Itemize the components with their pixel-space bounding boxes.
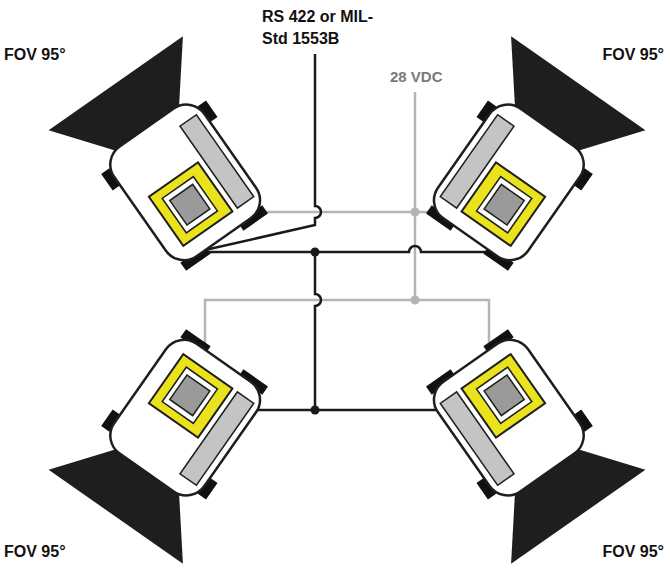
data-wire (240, 409, 454, 412)
power-wire (205, 300, 489, 365)
data-wires (202, 54, 494, 410)
fov-label: FOV 95° (602, 46, 664, 63)
junction-dot (411, 296, 420, 305)
camera-unit (400, 311, 646, 564)
power-label: 28 VDC (390, 68, 443, 85)
camera-unit (49, 311, 295, 564)
fov-label: FOV 95° (602, 543, 664, 560)
fov-label-box: FOV 95° (602, 44, 664, 66)
interface-label: RS 422 or MIL-Std 1553B (262, 8, 373, 47)
data-wire (315, 252, 321, 410)
fov-label-box: FOV 95° (602, 541, 664, 563)
junction-dot (311, 406, 320, 415)
camera-unit (49, 36, 295, 289)
power-label-box: 28 VDC (390, 66, 443, 88)
camera-unit-group (400, 311, 646, 564)
interface-label-box: RS 422 or MIL-Std 1553B (262, 6, 390, 50)
fov-label: FOV 95° (4, 46, 66, 63)
fov-label: FOV 95° (4, 543, 66, 560)
power-wires (205, 92, 489, 365)
camera-unit-group (49, 311, 295, 564)
power-wire (414, 92, 417, 300)
junction-dot (311, 248, 320, 257)
data-wire (202, 246, 494, 252)
fov-label-box: FOV 95° (4, 541, 66, 563)
fov-label-box: FOV 95° (4, 44, 66, 66)
junction-dot (411, 208, 420, 217)
